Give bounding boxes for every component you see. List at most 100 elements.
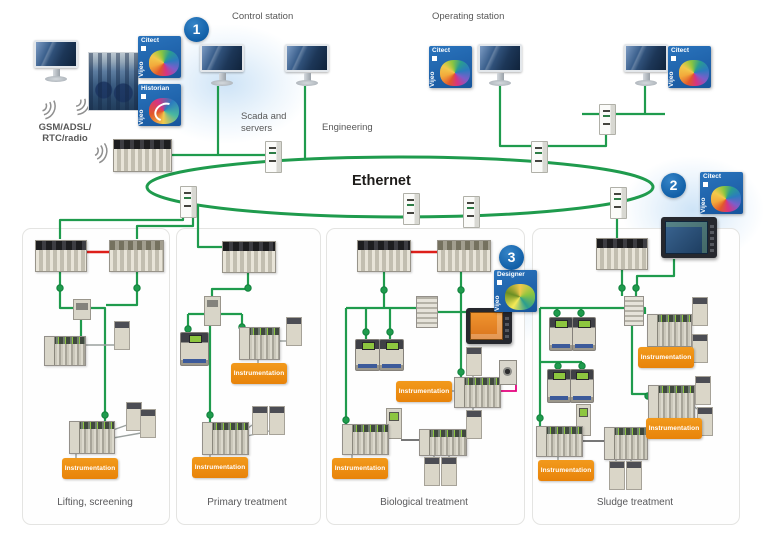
operating-station-monitor-1 [478, 44, 522, 86]
logo-product-label: Citect [432, 47, 451, 54]
logo-art [440, 60, 470, 86]
instrumentation-badge: Instrumentation [62, 458, 118, 479]
instrumentation-badge: Instrumentation [332, 458, 388, 479]
distributed-io-rack [69, 421, 115, 454]
monitor-screen [624, 44, 668, 72]
ethernet-switch [599, 104, 616, 135]
magelis-hmi-panel-citect [661, 217, 717, 258]
control-station-monitor-2 [285, 44, 329, 86]
logo-product-label: Designer [497, 271, 525, 278]
hmi-screen [470, 312, 503, 340]
gsm-label-line1: GSM/ADSL/ [38, 122, 92, 133]
instrumentation-badge: Instrumentation [538, 460, 594, 481]
section-label-biological-treatment: Biological treatment [380, 497, 468, 508]
control-station-monitor-1 [200, 44, 244, 86]
monitor-screen [478, 44, 522, 72]
ethernet-label: Ethernet [352, 173, 411, 189]
monitor-base [45, 76, 67, 82]
logo-brand-label: Vijeo [138, 109, 145, 125]
distributed-io-rack [604, 427, 648, 460]
monitor-screen [200, 44, 244, 72]
monitor-base [489, 80, 511, 86]
monitor-screen [285, 44, 329, 72]
fieldbus-hub [416, 296, 438, 328]
monitor-stand [219, 73, 226, 81]
fieldbus-hub [624, 296, 644, 326]
monitor-base [211, 80, 233, 86]
control-station-label: Control station [232, 11, 294, 22]
logo-brand-label: Vijeo [494, 295, 501, 311]
logo-brand-label: Vijeo [700, 197, 707, 213]
distributed-io-rack [44, 336, 86, 366]
logo-checkbox [703, 182, 708, 187]
operating-station-label: Operating station [432, 11, 505, 22]
operating-station-monitor-2 [624, 44, 668, 86]
monitor-base [296, 80, 318, 86]
vijeo-citect-logo: Citect Vijeo [668, 46, 711, 88]
ethernet-switch [463, 196, 480, 228]
instrument-sensor [499, 360, 517, 385]
distributed-io-rack [648, 385, 695, 419]
marker-3: 3 [499, 245, 524, 270]
logo-brand-label: Vijeo [668, 71, 675, 87]
monitor-screen [34, 40, 78, 68]
monitor-stand [304, 73, 311, 81]
variable-speed-drive [180, 332, 209, 366]
distributed-io-rack [202, 422, 249, 455]
logo-art [149, 50, 179, 76]
distributed-io-rack [239, 327, 280, 360]
logo-product-label: Historian [141, 85, 170, 92]
variable-speed-drive [379, 339, 404, 371]
io-module [386, 408, 402, 439]
io-module [73, 299, 91, 320]
relay-device [626, 461, 642, 490]
ethernet-switch [610, 187, 627, 219]
monitor-stand [53, 69, 60, 77]
monitor-stand [497, 73, 504, 81]
distributed-io-rack [419, 429, 467, 456]
logo-brand-label: Vijeo [138, 61, 145, 77]
distributed-io-rack [454, 377, 501, 408]
variable-speed-drive [547, 369, 571, 403]
monitor-stand [643, 73, 650, 81]
marker-2: 2 [661, 173, 686, 198]
logo-checkbox [141, 46, 146, 51]
logo-checkbox [671, 56, 676, 61]
instrumentation-badge: Instrumentation [231, 363, 287, 384]
logo-product-label: Citect [671, 47, 690, 54]
relay-device [114, 321, 130, 350]
relay-device [441, 457, 457, 486]
section-lifting-screening [22, 228, 170, 525]
variable-speed-drive [572, 317, 596, 351]
relay-device [252, 406, 268, 435]
plc-biological-primary [357, 240, 411, 272]
section-label-sludge-treatment: Sludge treatment [596, 497, 674, 508]
plc-primary-treatment [222, 241, 276, 273]
logo-checkbox [497, 280, 502, 285]
hmi-screen [665, 221, 708, 254]
vijeo-historian-logo: Historian Vijeo [138, 84, 181, 126]
plant-photo [88, 52, 139, 111]
distributed-io-rack [342, 424, 389, 455]
instrumentation-badge: Instrumentation [646, 418, 702, 439]
vijeo-citect-logo: Citect Vijeo [700, 172, 743, 214]
relay-device [424, 457, 440, 486]
ethernet-switch [403, 193, 420, 225]
logo-art [711, 186, 741, 212]
logo-art [149, 98, 179, 124]
instrumentation-badge: Instrumentation [396, 381, 452, 402]
ethernet-switch [180, 186, 197, 218]
logo-checkbox [432, 56, 437, 61]
plc-lifting-standby-b [109, 240, 164, 272]
logo-brand-label: Vijeo [429, 71, 436, 87]
scada-servers-label-line2: servers [241, 123, 273, 134]
io-module [204, 296, 221, 326]
monitor-base [635, 80, 657, 86]
gsm-label-line2: RTC/radio [42, 133, 88, 144]
scada-servers-label-line1: Scada and [241, 111, 287, 122]
relay-device [269, 406, 285, 435]
plc-sludge-treatment [596, 238, 648, 270]
relay-device [695, 376, 711, 405]
relay-device [466, 347, 482, 376]
